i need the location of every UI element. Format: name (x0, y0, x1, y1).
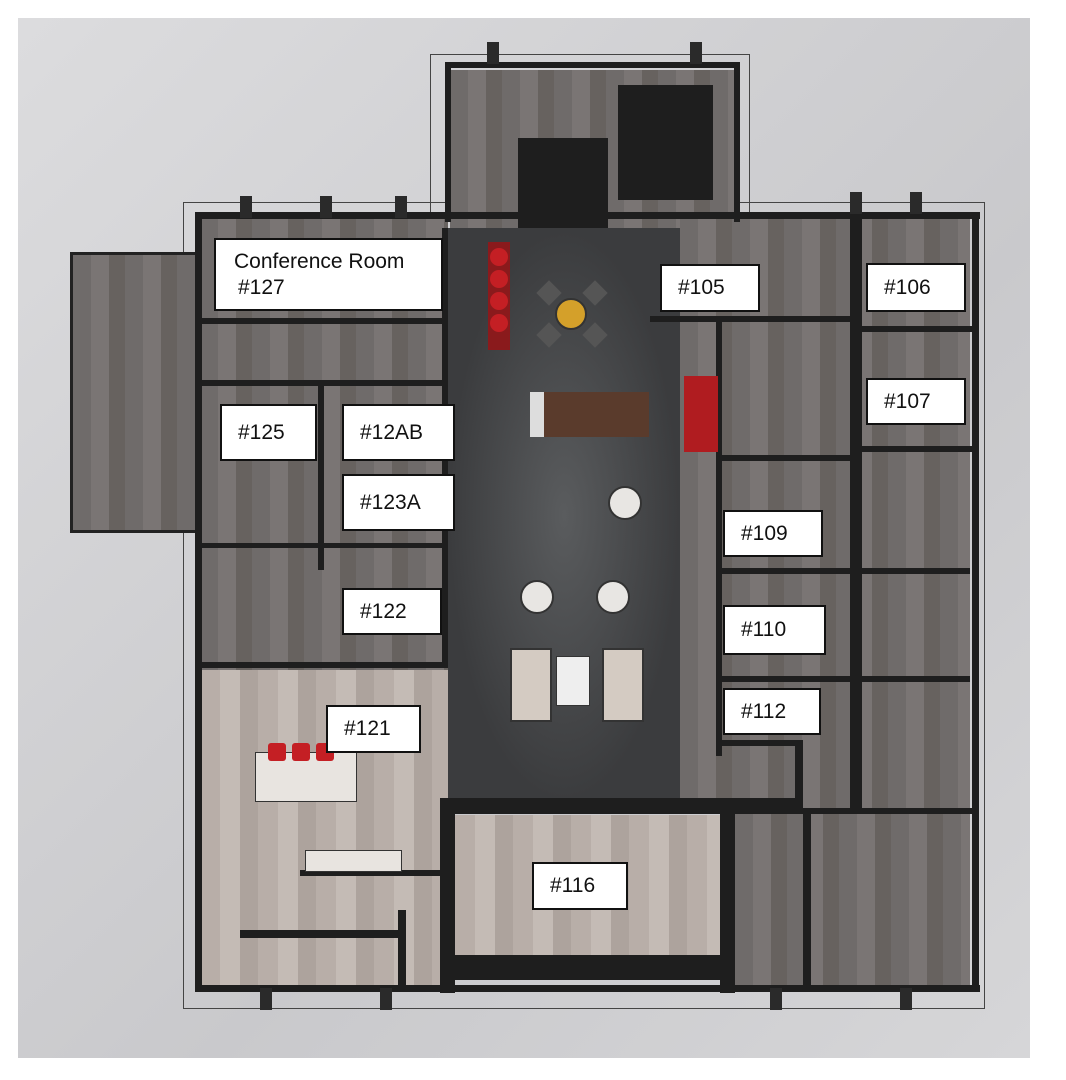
room-label-121: #121 (326, 705, 421, 753)
round-table (520, 580, 554, 614)
kitchen-counter (305, 850, 402, 872)
wall (440, 798, 800, 814)
wall (445, 62, 740, 68)
wall (398, 910, 406, 990)
wall (720, 568, 970, 574)
pillar (770, 988, 782, 1010)
room-label-12ab: #12AB (342, 404, 455, 461)
red-seat (490, 270, 508, 288)
pillar (320, 196, 332, 218)
coffee-table (556, 656, 590, 706)
room-label-106: #106 (866, 263, 966, 312)
room-label-122: #122 (342, 588, 442, 635)
room-label-125: #125 (220, 404, 317, 461)
wall (195, 212, 980, 219)
room-number: #116 (550, 874, 596, 897)
pillar (910, 192, 922, 214)
pillar (395, 196, 407, 218)
room-number: #125 (238, 420, 285, 444)
room-number: #122 (360, 599, 407, 623)
sofa (602, 648, 644, 722)
round-table (608, 486, 642, 520)
sofa (510, 648, 552, 722)
bottom-right-floor (735, 808, 970, 988)
red-seat (490, 248, 508, 266)
annex-dark-block (618, 85, 713, 200)
pillar (690, 42, 702, 64)
room-label-107: #107 (866, 378, 966, 425)
wall (860, 326, 972, 332)
pillar (850, 192, 862, 214)
wall (200, 318, 448, 324)
room-number: #12AB (360, 420, 424, 444)
red-sofa (684, 376, 718, 452)
round-table (555, 298, 587, 330)
wall (440, 798, 455, 993)
room-number: #109 (741, 521, 788, 545)
counter (530, 392, 649, 437)
wall (720, 740, 800, 746)
pillar (900, 988, 912, 1010)
wall (720, 676, 970, 682)
pillar (260, 988, 272, 1010)
wall (720, 455, 855, 461)
wall (200, 662, 448, 668)
room-label-109: #109 (723, 510, 823, 557)
pillar (240, 196, 252, 218)
wall (195, 212, 202, 992)
room-number: #123A (360, 490, 421, 514)
red-stool (292, 743, 310, 761)
room-label-110: #110 (723, 605, 826, 655)
wall (445, 62, 451, 222)
wall (650, 316, 855, 322)
room-name: Conference Room (234, 249, 405, 273)
left-annex-floor (70, 252, 208, 533)
wall (720, 808, 735, 993)
room-label-conference-127: Conference Room #127 (214, 238, 443, 311)
room-number: #105 (678, 276, 725, 299)
wall (318, 380, 324, 570)
room-number: #127 (238, 275, 285, 299)
room-number: #106 (884, 275, 931, 299)
wall (860, 446, 972, 452)
room-number: #110 (741, 618, 787, 641)
wall (200, 380, 448, 386)
wall (803, 808, 811, 988)
room-label-112: #112 (723, 688, 821, 735)
wall (850, 218, 862, 808)
room-label-105: #105 (660, 264, 760, 312)
wall (455, 955, 720, 980)
room-number: #121 (344, 717, 391, 740)
round-table (596, 580, 630, 614)
wall (200, 543, 448, 548)
pillar (380, 988, 392, 1010)
wall (800, 808, 972, 814)
pillar (487, 42, 499, 64)
room-label-123a: #123A (342, 474, 455, 531)
red-seat (490, 314, 508, 332)
room-number: #112 (741, 699, 787, 723)
wall (972, 212, 979, 992)
wall (195, 985, 980, 992)
room-number: #107 (884, 389, 931, 413)
wall (240, 930, 400, 938)
wall (734, 62, 740, 222)
room-label-116: #116 (532, 862, 628, 910)
wall (300, 870, 445, 876)
red-seat (490, 292, 508, 310)
wall (795, 740, 803, 810)
red-stool (268, 743, 286, 761)
wall (716, 316, 722, 756)
